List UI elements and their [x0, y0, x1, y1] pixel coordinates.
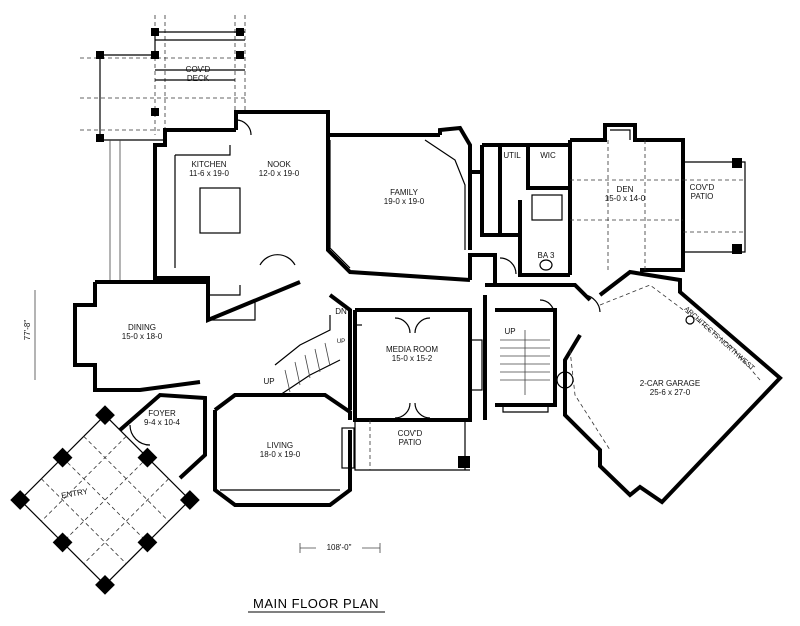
depth-dimension: 77'-8" [23, 320, 32, 341]
room-size-den: 15-0 x 14-0 [605, 194, 646, 203]
stair-label-up-garage: UP [504, 327, 515, 336]
room-label-covd-patio-east: COV'D [690, 183, 715, 192]
stair-label-up-main: UP [263, 377, 274, 386]
room-label-nook: NOOK [267, 160, 291, 169]
room-label-garage: 2-CAR GARAGE [640, 379, 700, 388]
logo-text: ARCHITECTS NORTHWEST [683, 306, 756, 373]
room-label-covd-patio-south-2: PATIO [399, 438, 422, 447]
door-swings [129, 119, 601, 446]
walls [73, 110, 783, 507]
room-size-family: 19-0 x 19-0 [384, 197, 425, 206]
room-label-dining: DINING [128, 323, 156, 332]
room-size-foyer: 9-4 x 10-4 [144, 418, 181, 427]
room-label-covd-deck: COV'D [186, 65, 211, 74]
stair-label-dn: DN [335, 307, 347, 316]
covered-deck [80, 15, 246, 282]
room-label-covd-patio-south: COV'D [398, 429, 423, 438]
room-size-media-room: 15-0 x 15-2 [392, 354, 433, 363]
room-label-family: FAMILY [390, 188, 419, 197]
room-label-living: LIVING [267, 441, 293, 450]
dimensions: 77'-8" 108'-0" [23, 290, 381, 553]
room-label-den: DEN [617, 185, 634, 194]
room-label-ba3: BA 3 [538, 251, 555, 260]
room-size-dining: 15-0 x 18-0 [122, 332, 163, 341]
room-label-entry: ENTRY [61, 487, 90, 501]
plan-title-text: MAIN FLOOR PLAN [253, 596, 379, 611]
room-size-kitchen: 11-6 x 19-0 [189, 169, 229, 178]
plan-title: MAIN FLOOR PLAN [248, 596, 385, 613]
room-label-media-room: MEDIA ROOM [386, 345, 438, 354]
room-labels: COV'D DECK KITCHEN 11-6 x 19-0 NOOK 12-0… [61, 65, 715, 500]
room-size-garage: 25-6 x 27-0 [650, 388, 691, 397]
room-label-util: UTIL [503, 151, 521, 160]
width-dimension: 108'-0" [327, 543, 352, 552]
room-size-nook: 12-0 x 19-0 [259, 169, 300, 178]
entry-porch [10, 405, 200, 595]
room-label-foyer: FOYER [148, 409, 176, 418]
room-size-living: 18-0 x 19-0 [260, 450, 301, 459]
room-label-covd-patio-east-2: PATIO [691, 192, 714, 201]
stair-label-up-small: UP [337, 339, 345, 345]
room-label-kitchen: KITCHEN [191, 160, 226, 169]
architects-logo: ARCHITECTS NORTHWEST [683, 306, 756, 373]
room-label-covd-deck-2: DECK [187, 74, 210, 83]
room-label-wic: WIC [540, 151, 556, 160]
